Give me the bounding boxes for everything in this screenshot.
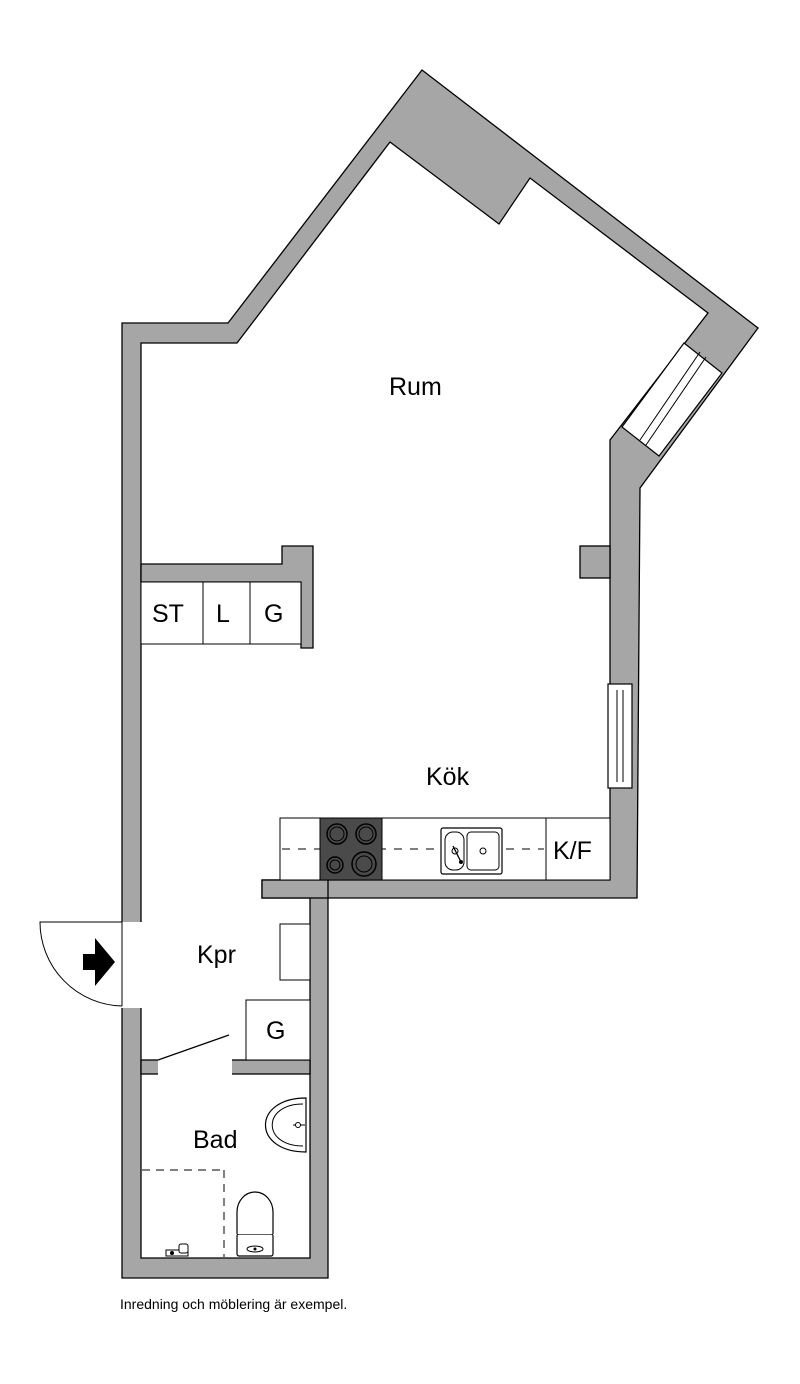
stove bbox=[319, 817, 383, 881]
closet-row bbox=[140, 581, 302, 645]
entrance-door bbox=[39, 921, 123, 1007]
room-label-bad: Bad bbox=[193, 1126, 237, 1154]
wall-niche bbox=[579, 545, 611, 579]
room-label-kpr: Kpr bbox=[197, 941, 236, 969]
bathroom-sink bbox=[265, 1097, 307, 1153]
disclaimer-note: Inredning och möblering är exempel. bbox=[120, 1296, 348, 1312]
fridge-freezer-label: K/F bbox=[553, 837, 592, 865]
entrance-arrow-icon bbox=[83, 938, 115, 986]
wardrobe-label-g: G bbox=[266, 1017, 285, 1045]
hall-shelf bbox=[279, 923, 311, 981]
kitchen-counter-wall bbox=[261, 879, 329, 899]
walls bbox=[121, 69, 759, 1279]
bathroom-door bbox=[157, 1034, 230, 1061]
closet-label-g: G bbox=[264, 600, 283, 628]
window-angled bbox=[621, 342, 723, 457]
entrance-opening bbox=[121, 922, 142, 1008]
kitchen-sink bbox=[440, 827, 503, 875]
shower-area bbox=[142, 1169, 225, 1257]
room-label-kok: Kök bbox=[426, 763, 470, 791]
toilet bbox=[236, 1191, 274, 1257]
closet-label-l: L bbox=[216, 600, 230, 628]
bathroom-door-opening bbox=[158, 1059, 232, 1075]
room-label-rum: Rum bbox=[389, 373, 442, 401]
hall-wardrobe bbox=[245, 999, 311, 1061]
window-right bbox=[607, 683, 633, 789]
shower-mixer-icon bbox=[165, 1243, 189, 1257]
closet-label-st: ST bbox=[152, 600, 184, 628]
